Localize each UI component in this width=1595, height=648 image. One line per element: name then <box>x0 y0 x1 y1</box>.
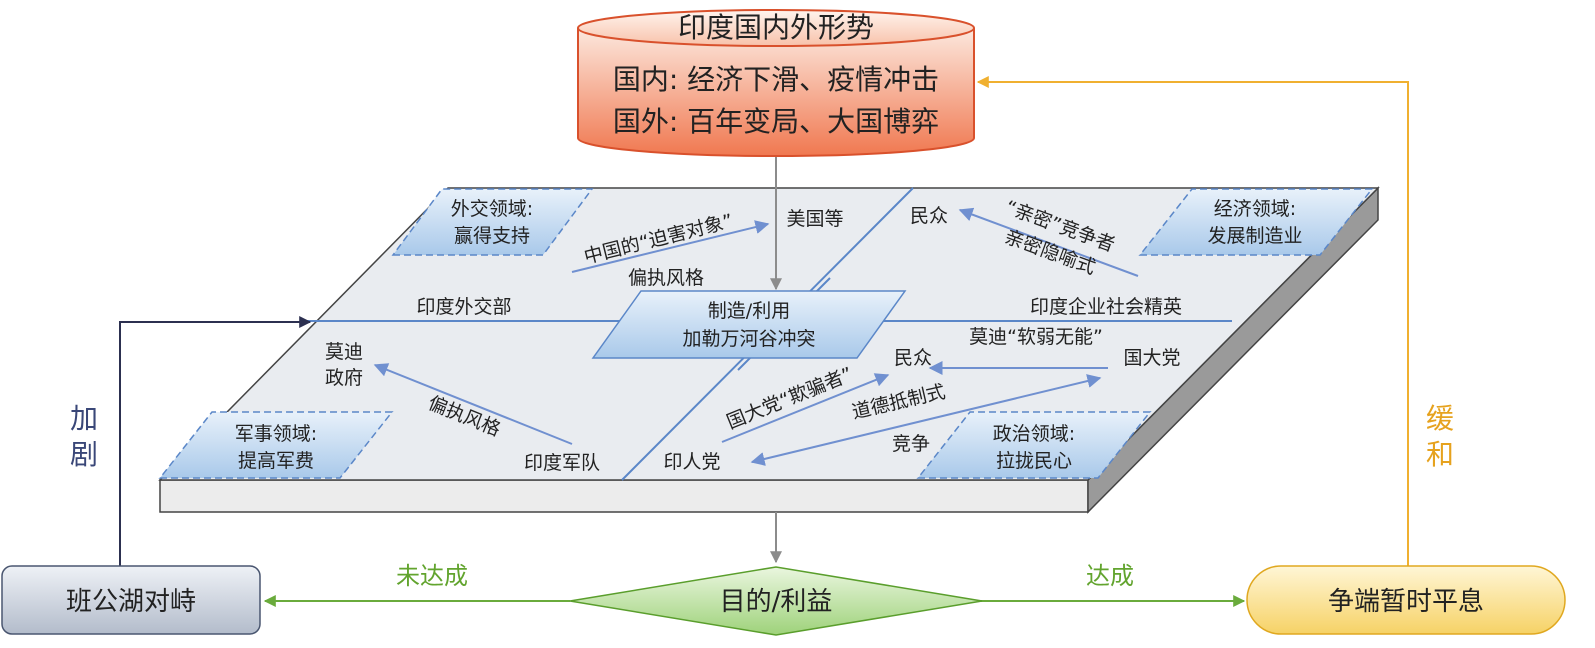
center-line1: 制造/利用 <box>708 300 790 322</box>
center-event-box <box>591 290 907 359</box>
political-domain-line1: 政治领域: <box>993 423 1075 445</box>
actor-bjp: 印人党 <box>663 451 720 473</box>
situation-domestic: 国内: 经济下滑、疫情冲击 <box>613 63 939 96</box>
truce-label: 争端暂时平息 <box>1328 587 1484 617</box>
political-domain-line2: 拉拢民心 <box>996 450 1072 472</box>
diplomatic-domain-line2: 赢得支持 <box>454 225 530 247</box>
actor-modi-gov-line2: 政府 <box>325 367 363 389</box>
intensify-label-1: 加 <box>70 402 98 435</box>
actor-modi-gov-line1: 莫迪 <box>325 341 363 363</box>
situation-title: 印度国内外形势 <box>678 11 874 44</box>
situation-foreign: 国外: 百年变局、大国博弈 <box>613 105 939 138</box>
military-domain-line2: 提高军费 <box>238 450 314 472</box>
actor-foreign-ministry: 印度外交部 <box>416 296 511 318</box>
economic-domain-box <box>1138 188 1374 256</box>
actor-public-mid: 民众 <box>894 347 932 369</box>
goal-diamond <box>569 566 983 636</box>
cylinder-body <box>577 28 975 157</box>
goal-label: 目的/利益 <box>720 587 833 617</box>
label-modi-weak: 莫迪“软弱无能” <box>969 326 1103 348</box>
military-domain-box <box>158 411 394 479</box>
relation-arrows <box>373 207 1139 466</box>
ease-arrow <box>976 76 1409 567</box>
center-line2: 加勒万河谷冲突 <box>682 328 815 350</box>
economic-domain-line1: 经济领域: <box>1214 198 1296 220</box>
ease-label-2: 和 <box>1426 438 1454 471</box>
arrow-competition[interactable] <box>750 374 1102 466</box>
actor-congress: 国大党 <box>1123 347 1180 369</box>
economic-domain-line2: 发展制造业 <box>1207 225 1302 247</box>
diplomatic-domain-line1: 外交领域: <box>451 198 533 220</box>
actor-usa: 美国等 <box>786 208 843 230</box>
arrow-china-target <box>571 220 770 273</box>
label-competition: 竞争 <box>892 433 930 455</box>
arrow-close-competitor <box>958 207 1139 277</box>
intensify-label-2: 剧 <box>70 438 98 471</box>
standoff-box <box>1 565 261 635</box>
truce-box <box>1246 565 1566 635</box>
actor-military: 印度军队 <box>524 452 600 474</box>
actor-enterprise-elites: 印度企业社会精英 <box>1030 296 1182 318</box>
flow-arrows <box>119 76 1409 607</box>
standoff-label: 班公湖对峙 <box>66 587 196 617</box>
arrow-paranoid-military <box>373 363 573 445</box>
military-domain-line1: 军事领域: <box>235 423 317 445</box>
cylinder-top <box>577 9 975 47</box>
label-paranoid-top: 偏执风格 <box>628 267 704 289</box>
diplomatic-domain-box <box>391 188 594 256</box>
actor-public-top: 民众 <box>910 205 948 227</box>
situation-cylinder <box>577 9 975 157</box>
platform-front-face <box>159 479 1089 513</box>
intensify-arrow <box>119 316 312 567</box>
achieved-label: 达成 <box>1086 562 1134 590</box>
not-achieved-label: 未达成 <box>396 562 468 590</box>
ease-label-1: 缓 <box>1426 402 1454 435</box>
